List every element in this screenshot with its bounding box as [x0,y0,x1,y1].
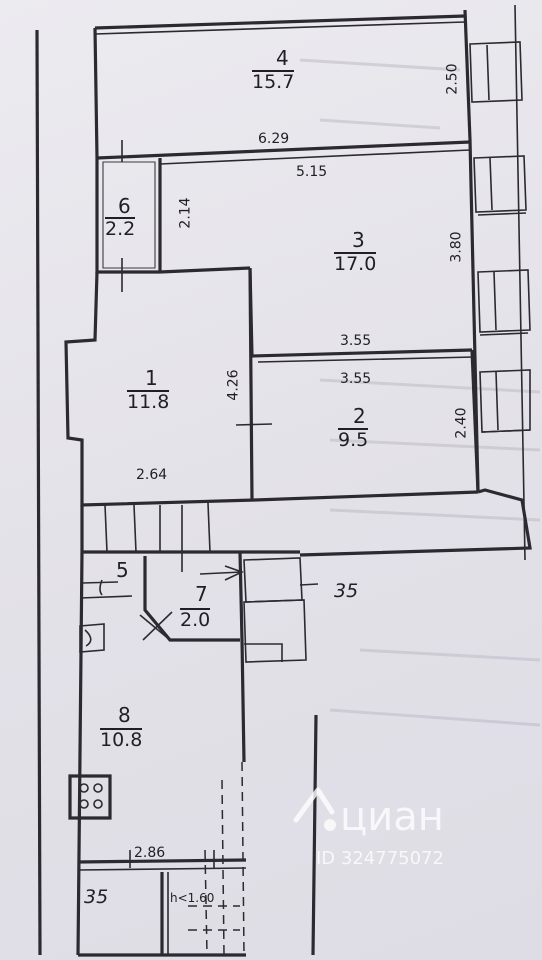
room-1-number: 1 [145,366,158,390]
room-2-area: 9.5 [338,428,369,451]
watermark-id: ID 324775072 [316,848,444,869]
room-5-number: 5 [116,558,129,582]
dimension-ceiling-height: h<1.60 [170,891,215,905]
outer-right-line [514,4,526,561]
mark-35-bottom: 35 [84,886,109,908]
room-2-number: 2 [353,404,366,428]
dimension-room-4-width: 6.29 [258,131,290,147]
room-4-number: 4 [276,46,289,70]
dimension-room-3-width: 5.15 [296,164,328,180]
room-4-walls [93,9,472,165]
room-4-area: 15.7 [252,70,295,93]
room-8-area: 10.8 [100,728,143,751]
room-6-number: 6 [118,194,131,218]
room-3-area: 17.0 [334,252,377,275]
room-5-7-walls [76,551,244,956]
watermark-logo-icon [293,787,336,831]
room-3-walls [159,266,475,363]
dimension-room-3-bottom: 3.55 [340,333,372,349]
dimension-room-2-depth: 2.40 [453,407,470,439]
background-show-through [299,58,541,727]
room-7-number: 7 [195,582,208,606]
room-8-walls [68,623,318,957]
room-2-walls [254,349,532,557]
room-1-area: 11.8 [127,390,170,413]
dimension-room-4-depth: 2.50 [444,63,461,95]
watermark-brand: циан [340,794,444,840]
dimension-room-6-depth: 2.14 [177,197,194,229]
dimension-room-8-width: 2.86 [134,845,166,861]
room-3-number: 3 [352,228,365,252]
corridor-walls [80,502,319,663]
room-8-number: 8 [118,703,131,727]
outer-left-line [35,29,42,956]
dimension-room-2-width: 3.55 [340,371,372,387]
dimension-room-1-depth: 4.26 [225,369,242,401]
window-blocks [468,41,531,491]
dimension-room-1-width: 2.64 [136,467,168,483]
room-6-area: 2.2 [105,217,136,240]
dimension-room-3-depth: 3.80 [448,231,465,263]
mark-35-right: 35 [334,580,359,602]
room-7-area: 2.0 [180,608,211,631]
